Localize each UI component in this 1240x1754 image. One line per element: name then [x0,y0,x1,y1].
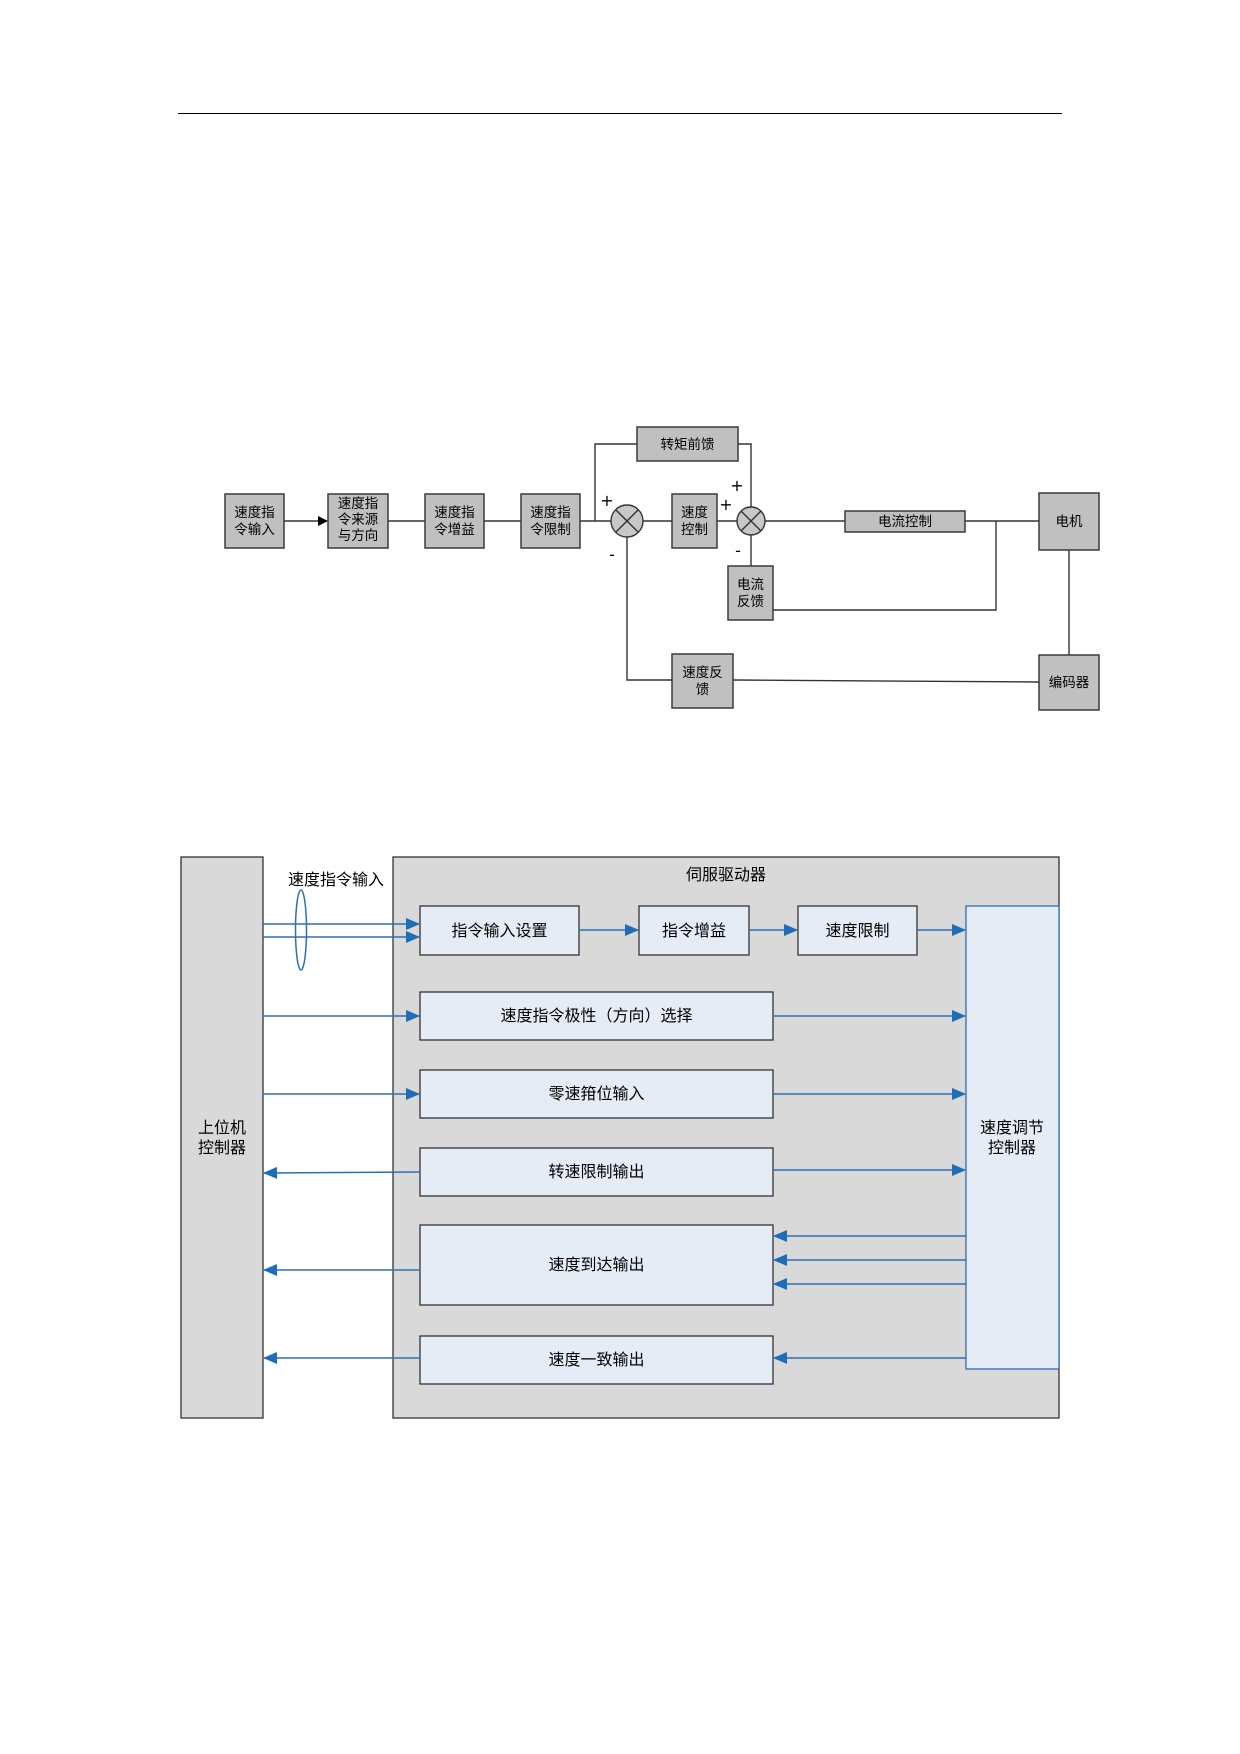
block-label: 速度到达输出 [548,1255,644,1274]
block-label: 转速限制输出 [548,1162,644,1181]
servo-drive-title: 伺服驱动器 [686,865,766,884]
speed-limit-output-block [419,1147,774,1197]
block-label: 令输入 [234,522,275,538]
block-torque-feedforward: 转矩前馈 [636,426,739,462]
block-label: 与方向 [338,528,379,544]
host-controller-label: 控制器 [198,1138,246,1157]
sign-plus: + [730,476,743,495]
block-motor: 电机 [1038,492,1100,551]
speed-regulator-block [965,905,1060,1370]
block-speed-cmd-input: 速度指 令输入 [224,493,285,549]
block-label: 反馈 [737,594,764,610]
block-label: 令来源 [338,512,379,528]
speed-regulator-label: 速度调节 [980,1118,1044,1137]
wire-feedforward-out [738,443,752,507]
header-rule [178,113,1062,114]
speed-limit-block [797,905,918,956]
block-label: 控制 [681,522,708,538]
block-label: 馈 [696,682,710,698]
block-label: 速度指 [434,505,475,521]
block-label: 转矩前馈 [661,436,715,453]
sign-minus: - [609,545,615,564]
polarity-select-block [419,991,774,1041]
block-label: 速度指 [530,505,571,521]
arrow-limitout-to-host [263,1166,421,1179]
block-label: 指令输入设置 [451,921,547,940]
block-encoder: 编码器 [1038,654,1100,711]
block-current-control: 电流控制 [844,510,966,533]
block-label: 令增益 [434,522,475,538]
servo-speed-mode-diagram: 上位机 控制器 伺服驱动器 速度指令输入 速度调节 控制器 指令输入设置 指令增… [180,856,1060,1419]
wire-feedforward-in [594,443,637,521]
block-label: 指令增益 [662,921,726,940]
speed-coincide-block [419,1335,774,1385]
block-speed-feedback: 速度反 馈 [671,653,734,709]
block-current-feedback: 电流 反馈 [727,565,774,621]
host-controller-label: 上位机 [198,1118,246,1137]
block-label: 速度限制 [825,921,889,940]
block-label: 令限制 [530,522,571,538]
block-speed-cmd-gain: 速度指 令增益 [424,493,485,549]
block-speed-cmd-limit: 速度指 令限制 [520,493,581,549]
speed-regulator-label: 控制器 [988,1138,1036,1157]
signal-bundle-ellipse [294,889,308,971]
block-label: 速度指 [234,505,275,521]
block-label: 速度反 [682,665,723,681]
sign-plus: + [600,491,613,510]
block-label: 速度一致输出 [548,1350,644,1369]
block-label: 电流控制 [878,514,932,530]
wire-encoder-to-speedfb [732,679,1040,683]
sign-plus: + [719,495,732,514]
block-label: 编码器 [1049,675,1090,691]
sign-minus: - [735,541,741,560]
block-label: 速度指令极性（方向）选择 [500,1006,692,1025]
block-speed-control: 速度 控制 [671,493,718,549]
zero-clamp-block [419,1069,774,1119]
speed-cmd-input-label: 速度指令输入 [288,870,384,889]
block-label: 电机 [1056,514,1084,530]
block-label: 速度 [681,505,708,521]
block-label: 零速箝位输入 [548,1084,644,1103]
summing-junction-2 [736,506,766,536]
summing-junction-1 [610,504,644,538]
cmd-input-setting-block [419,905,580,956]
block-label: 电流 [737,577,765,593]
block-speed-cmd-source: 速度指 令来源 与方向 [327,493,389,549]
host-controller-block [180,856,264,1419]
wire-speedfb-to-sum1 [626,537,672,681]
block-label: 速度指 [338,496,379,512]
wire-current-feedback-loop [773,521,997,611]
speed-reached-block [419,1224,774,1306]
cmd-gain-block [638,905,750,956]
